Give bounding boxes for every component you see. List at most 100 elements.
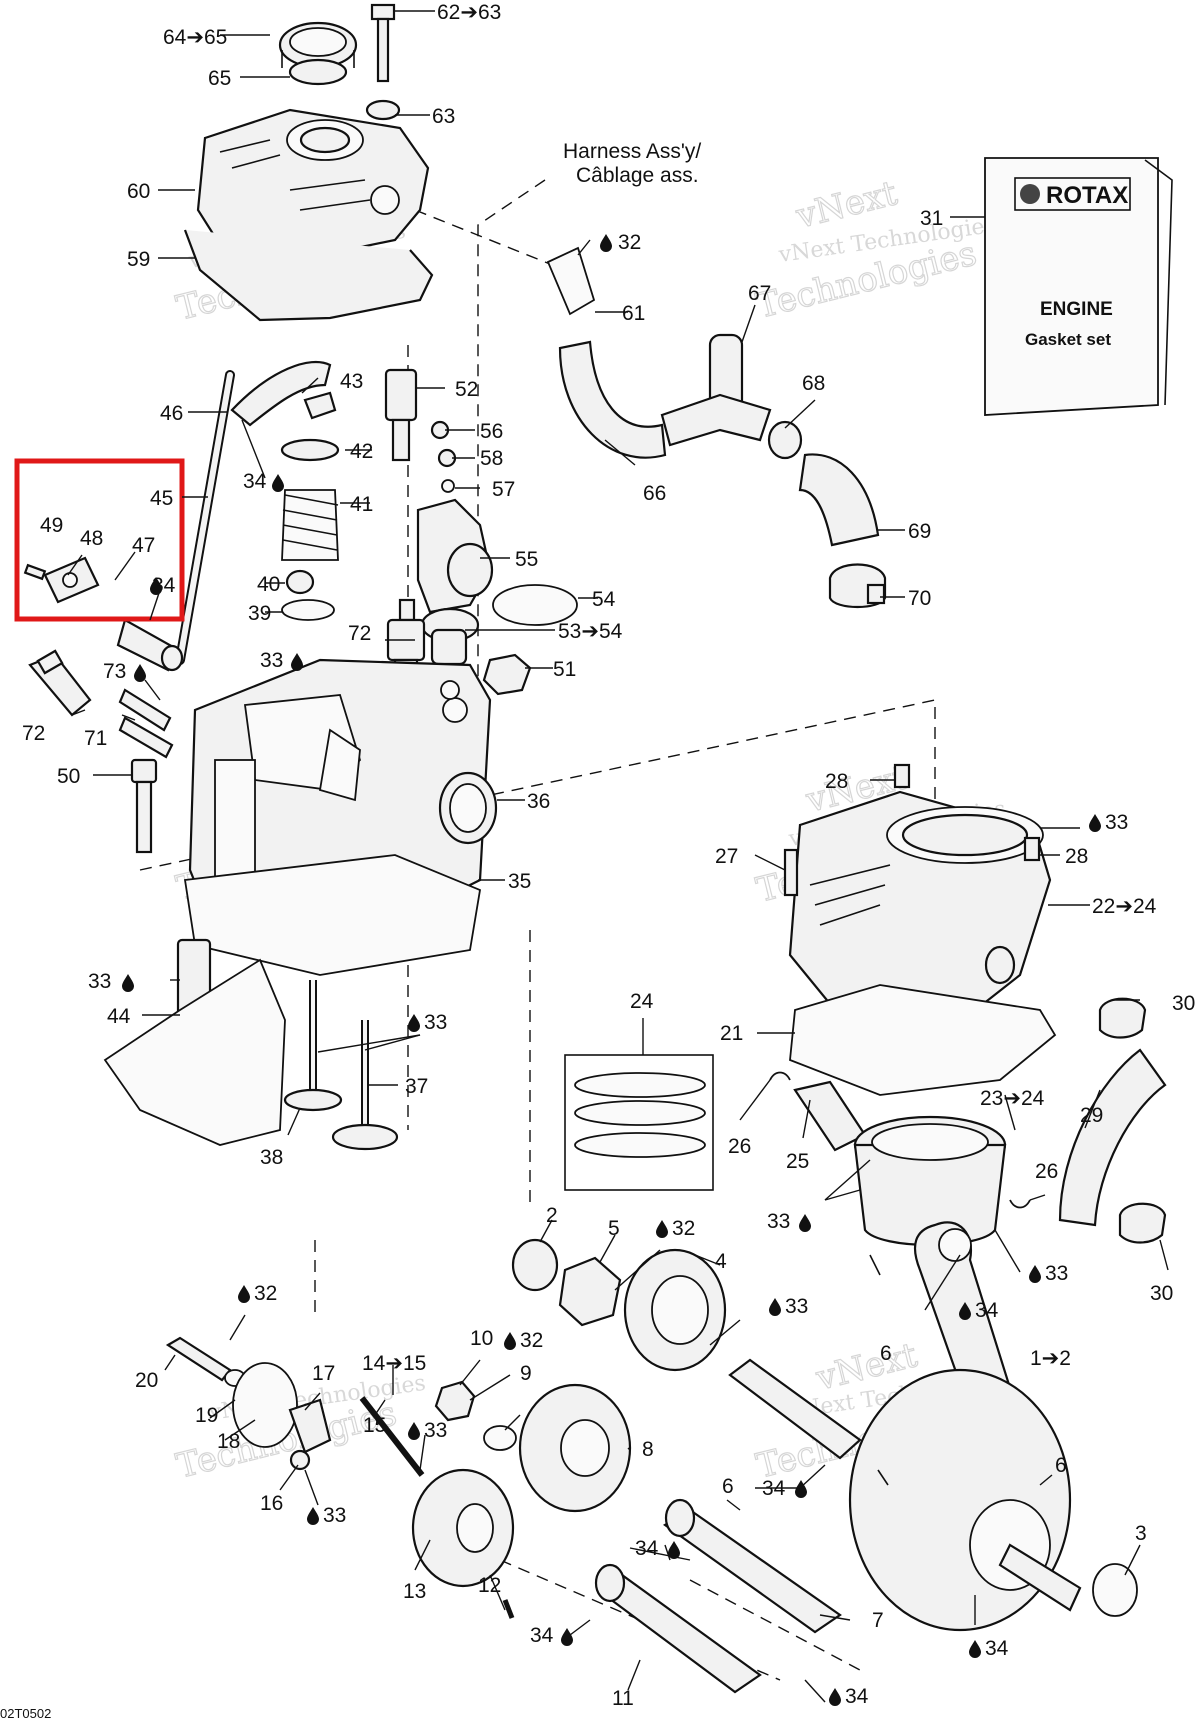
part-thermostat-53 [420, 584, 578, 666]
oil-drop-icon [238, 1285, 250, 1303]
label-33: 33 [323, 1504, 346, 1527]
label-7: 7 [872, 1609, 884, 1632]
part-piston-rings-24 [564, 1054, 714, 1191]
label-39: 39 [248, 602, 271, 625]
label-72: 72 [348, 622, 371, 645]
label-72: 72 [22, 722, 45, 745]
oil-drop-icon [799, 1214, 811, 1232]
gasket-set-line1: ENGINE [1040, 299, 1113, 320]
label-42: 42 [350, 440, 373, 463]
oil-drop-icon [408, 1014, 420, 1032]
label-26: 26 [728, 1135, 751, 1158]
harness-note-en: Harness Ass'y/ [563, 140, 701, 163]
part-small-hardware [359, 1380, 517, 1619]
part-rocker-shaft-47 [23, 556, 184, 672]
label-34: 34 [985, 1637, 1009, 1660]
part-sensor-52 [384, 368, 418, 462]
label-28: 28 [1065, 845, 1088, 868]
label-48: 48 [80, 527, 103, 550]
label-34: 34 [530, 1624, 554, 1647]
label-18: 18 [217, 1430, 240, 1453]
leader-lines [67, 10, 1169, 1703]
label-32: 32 [520, 1329, 543, 1352]
label-34: 34 [152, 574, 176, 597]
label-20: 20 [135, 1369, 158, 1392]
label-8: 8 [642, 1438, 654, 1461]
label-25: 25 [786, 1150, 809, 1173]
oil-drop-icon [134, 664, 146, 682]
part-ring-gear-64 [278, 21, 358, 86]
part-valve-spring-41 [280, 438, 340, 621]
label-27: 27 [715, 845, 738, 868]
label-34: 34 [762, 1477, 786, 1500]
label-22-24: 22➔24 [1092, 895, 1157, 918]
part-coolant-hose-29 [1058, 997, 1167, 1244]
drawing-number: 02T0502 [0, 1706, 51, 1721]
selection-highlight-box [14, 458, 185, 622]
label-40: 40 [257, 573, 280, 596]
label-32: 32 [672, 1217, 695, 1240]
oil-drop-icon [769, 1298, 781, 1316]
label-4: 4 [715, 1250, 727, 1273]
label-45: 45 [150, 487, 173, 510]
label-70: 70 [908, 587, 931, 610]
part-piston-23 [769, 1071, 1031, 1247]
label-58: 58 [480, 447, 503, 470]
label-6: 6 [880, 1342, 892, 1365]
label-34: 34 [845, 1685, 869, 1708]
gasket-set-line2: Gasket set [1025, 330, 1111, 349]
part-cylinder-22 [783, 763, 1052, 1032]
label-64-65: 64➔65 [163, 26, 227, 49]
part-studs-71 [118, 688, 174, 759]
label-69: 69 [908, 520, 931, 543]
label-29: 29 [1080, 1104, 1103, 1127]
label-66: 66 [643, 482, 666, 505]
label-13: 13 [403, 1580, 426, 1603]
label-61: 61 [622, 302, 645, 325]
label-52: 52 [455, 378, 478, 401]
oil-drop-icon [829, 1688, 841, 1706]
label-51: 51 [553, 658, 576, 681]
label-46: 46 [160, 402, 183, 425]
label-33: 33 [1045, 1262, 1068, 1285]
oil-drop-icon [561, 1628, 573, 1646]
label-68: 68 [802, 372, 825, 395]
label-33: 33 [1105, 811, 1128, 834]
label-1-2: 1➔2 [1030, 1347, 1071, 1370]
label-34: 34 [975, 1299, 999, 1322]
label-55: 55 [515, 548, 538, 571]
part-gear-8 [518, 1383, 632, 1513]
label-34: 34 [243, 470, 267, 493]
label-2: 2 [546, 1204, 558, 1227]
harness-note-fr: Câblage ass. [576, 164, 699, 187]
label-28: 28 [825, 770, 848, 793]
part-rocker-arm-46 [230, 360, 337, 427]
part-cylinder-gasket-21 [789, 984, 1057, 1096]
label-5: 5 [608, 1217, 620, 1240]
part-lifter-44 [103, 938, 286, 1146]
label-9: 9 [520, 1362, 532, 1385]
part-valve-cover-60 [183, 108, 434, 322]
label-59: 59 [127, 248, 150, 271]
label-6: 6 [1055, 1454, 1067, 1477]
label-44: 44 [107, 1005, 131, 1028]
label-38: 38 [260, 1146, 283, 1169]
part-bolt-62 [365, 3, 401, 121]
oil-drop-icon [1089, 814, 1101, 832]
label-33: 33 [260, 649, 283, 672]
label-15: 15 [363, 1414, 386, 1437]
oil-drop-icon [408, 1422, 420, 1440]
label-30: 30 [1172, 992, 1195, 1015]
part-hose-66 [546, 246, 667, 459]
part-crankshaft-1 [728, 1221, 1138, 1632]
label-32: 32 [618, 231, 641, 254]
label-36: 36 [527, 790, 550, 813]
oil-drop-icon [122, 974, 134, 992]
label-32: 32 [254, 1282, 277, 1305]
label-67: 67 [748, 282, 771, 305]
part-tee-fitting-67 [660, 333, 803, 460]
gasket-set-brand: ROTAX [1046, 182, 1128, 209]
label-6: 6 [722, 1475, 734, 1498]
label-54: 54 [592, 588, 616, 611]
label-33: 33 [424, 1011, 447, 1034]
